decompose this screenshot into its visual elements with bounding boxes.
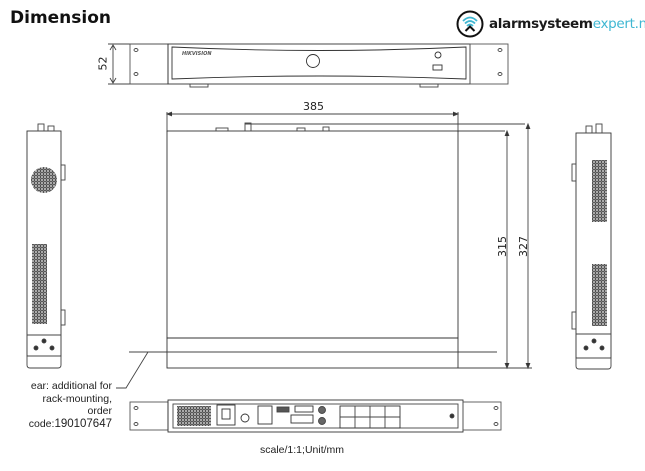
- height-dimension-label: 52: [96, 56, 110, 71]
- brand-label: HIKVISION: [182, 51, 212, 57]
- width-dimension-label: 385: [303, 100, 324, 113]
- note-line-3: order code:190107647: [28, 405, 112, 430]
- page-title: Dimension: [10, 8, 112, 28]
- depth-body-dimension-label: 315: [496, 236, 509, 257]
- note-line-1: ear: additional for: [30, 380, 112, 392]
- depth-total-dimension-label: 327: [517, 236, 530, 257]
- rear-view: [129, 399, 502, 433]
- rack-ear-note: ear: additional for rack-mounting, order…: [4, 380, 112, 430]
- note-line-2: rack-mounting,: [42, 392, 112, 405]
- brand-logo: alarmsysteemexpert.nl: [456, 10, 645, 38]
- right-side-view: [571, 123, 612, 370]
- left-side-view: [26, 123, 66, 369]
- top-view: [116, 111, 532, 389]
- wifi-signal-icon: [456, 10, 484, 38]
- front-view: HIKVISION: [108, 43, 509, 88]
- logo-text: alarmsysteemexpert.nl: [489, 16, 645, 32]
- order-code: 190107647: [54, 417, 112, 430]
- scale-caption: scale/1:1;Unit/mm: [260, 444, 345, 456]
